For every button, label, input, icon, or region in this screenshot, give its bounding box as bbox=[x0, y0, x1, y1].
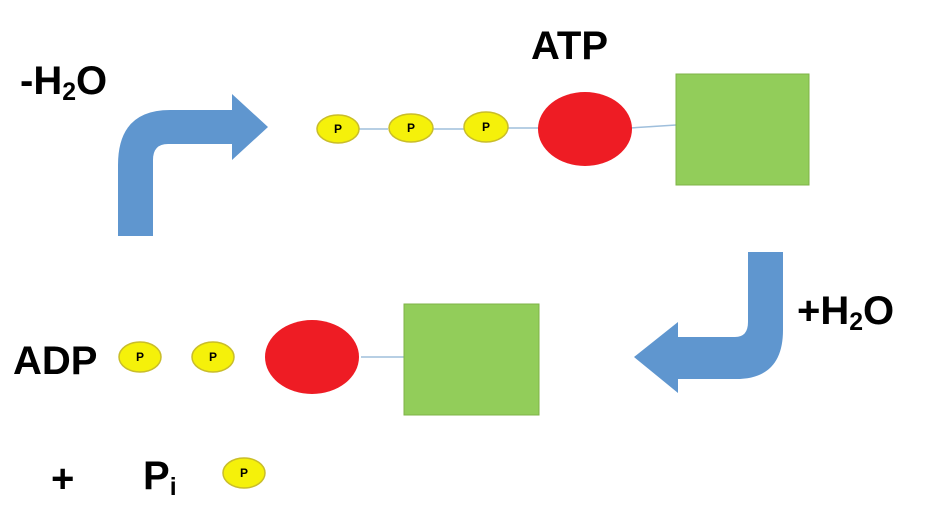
dehydration-subscript: 2 bbox=[62, 79, 77, 107]
adp-phosphate-1-label: P bbox=[136, 350, 144, 364]
hydration-suffix: O bbox=[863, 289, 895, 333]
atp-phosphate-2 bbox=[388, 113, 434, 143]
atp-phosphate-2-label: P bbox=[407, 121, 415, 135]
adp-label: ADP bbox=[13, 339, 98, 383]
hydration-subscript: 2 bbox=[849, 309, 864, 337]
hydration-arrow bbox=[634, 252, 783, 393]
atp-phosphate-1-label: P bbox=[334, 122, 342, 136]
free-phosphate bbox=[222, 457, 266, 489]
adp-ribose bbox=[265, 320, 359, 394]
dehydration-sign: -H bbox=[20, 59, 63, 103]
inorganic-phosphate-label: Pi bbox=[143, 454, 177, 500]
dehydration-label: -H2O bbox=[20, 59, 108, 105]
hydration-label: +H2O bbox=[797, 289, 895, 335]
atp-bond-4 bbox=[629, 124, 677, 129]
hydration-sign: +H bbox=[797, 289, 850, 333]
atp-label: ATP bbox=[531, 24, 609, 68]
adp-phosphate-2-label: P bbox=[209, 350, 217, 364]
plus-sign: + bbox=[51, 457, 75, 501]
adp-phosphate-2 bbox=[191, 341, 235, 373]
dehydration-arrow bbox=[118, 94, 268, 236]
atp-phosphate-3-label: P bbox=[482, 120, 490, 134]
free-phosphate-label: P bbox=[240, 466, 248, 480]
dehydration-suffix: O bbox=[76, 59, 108, 103]
atp-ribose bbox=[538, 92, 632, 166]
adp-phosphate-1 bbox=[118, 341, 162, 373]
adp-adenine bbox=[403, 303, 540, 416]
atp-phosphate-1 bbox=[316, 114, 360, 144]
atp-phosphate-3 bbox=[463, 111, 509, 143]
pi-letter: P bbox=[143, 454, 170, 498]
pi-subscript: i bbox=[169, 474, 177, 502]
atp-adenine bbox=[675, 73, 810, 186]
